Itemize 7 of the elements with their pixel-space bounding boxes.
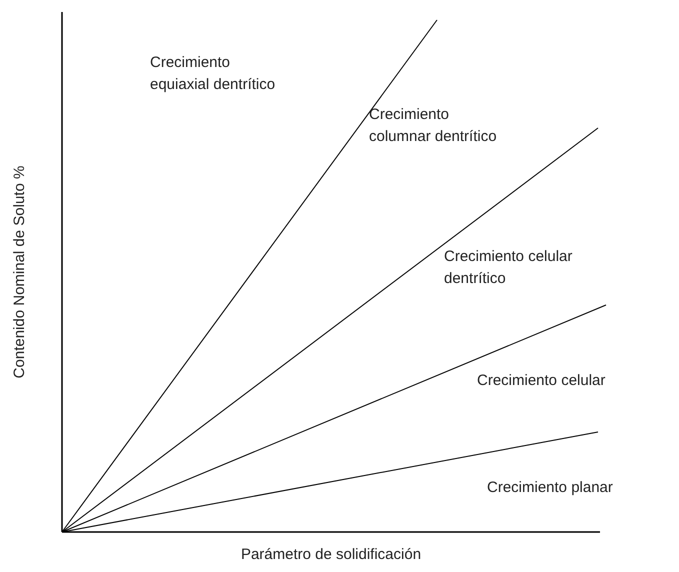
- region-label: Crecimiento celular dentrítico: [444, 247, 574, 289]
- region-label: Crecimiento columnar dentrítico: [369, 105, 498, 147]
- axis-label: Contenido Nominal de Soluto %: [11, 166, 29, 378]
- axis-label: Parámetro de solidificación: [240, 546, 422, 564]
- region-label: Crecimiento celular: [477, 371, 606, 391]
- region-label: Crecimiento equiaxial dentrítico: [150, 53, 276, 95]
- region-label: Crecimiento planar: [487, 478, 614, 498]
